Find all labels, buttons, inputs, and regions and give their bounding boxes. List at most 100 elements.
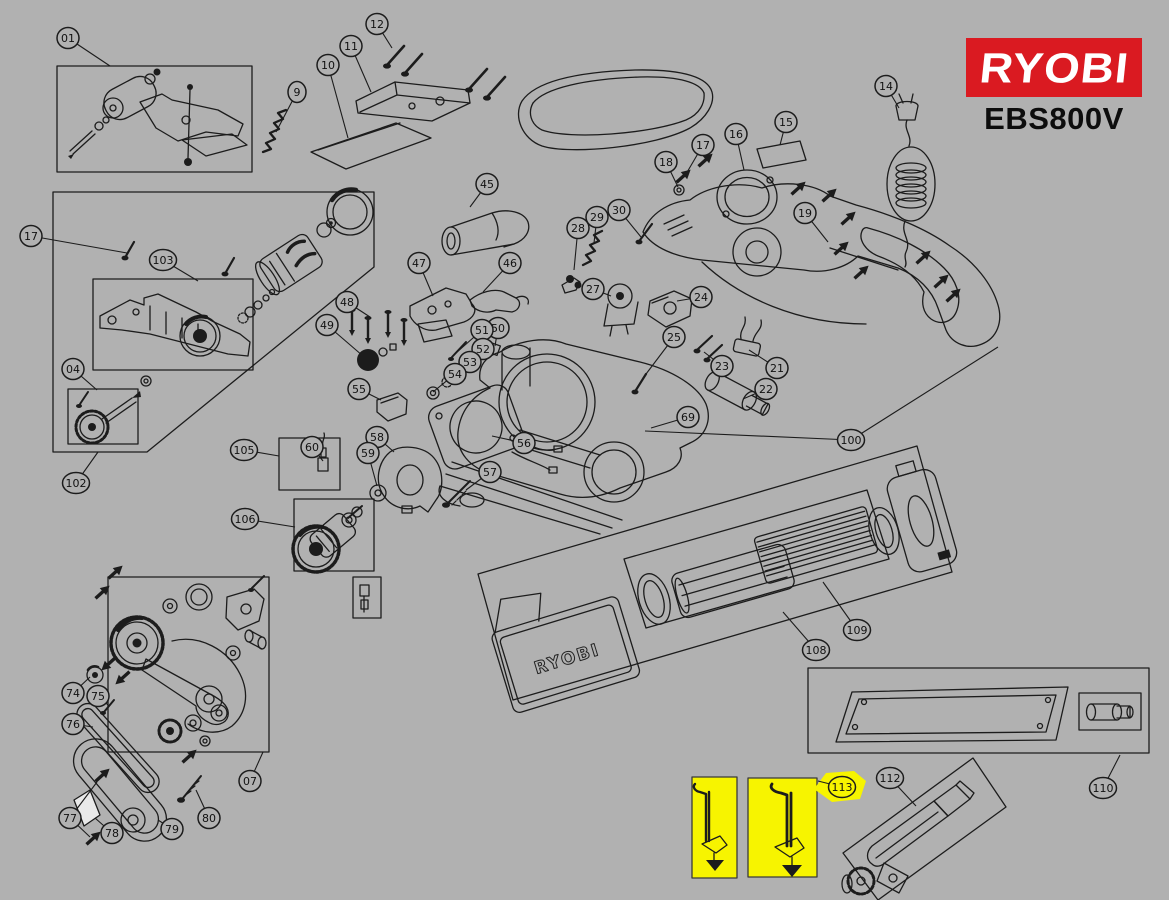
- callout-17[interactable]: 17: [19, 224, 128, 254]
- svg-text:78: 78: [105, 827, 119, 840]
- callout-52[interactable]: 52: [460, 337, 495, 371]
- switch-27: [603, 283, 639, 337]
- belt-drive-box-07: [107, 575, 270, 753]
- svg-text:29: 29: [590, 211, 604, 224]
- svg-text:16: 16: [729, 128, 743, 141]
- screws-12: [383, 44, 507, 101]
- brush-holder-28: [561, 275, 582, 294]
- callout-14[interactable]: 14: [874, 74, 900, 109]
- ring-59: [369, 484, 387, 502]
- callout-46[interactable]: 46: [482, 251, 522, 293]
- bearing-bracket-58: [377, 446, 443, 514]
- callout-16[interactable]: 16: [724, 122, 748, 171]
- dust-bag-group-box-108: RYOBI: [477, 445, 958, 713]
- svg-text:51: 51: [475, 324, 489, 337]
- housing-left-half: [438, 339, 709, 535]
- callout-17[interactable]: 17: [685, 133, 715, 175]
- screw-80: [177, 775, 202, 803]
- callout-108[interactable]: 108: [782, 611, 831, 662]
- svg-text:76: 76: [66, 718, 80, 731]
- clamp-box-112: [841, 757, 1007, 900]
- callout-103[interactable]: 103: [148, 248, 199, 282]
- callout-57[interactable]: 57: [465, 460, 502, 491]
- motor-rotor: [254, 233, 323, 296]
- svg-text:46: 46: [503, 257, 517, 270]
- callout-59[interactable]: 59: [356, 441, 380, 487]
- dust-housing: RYOBI: [491, 592, 641, 713]
- svg-text:74: 74: [66, 687, 80, 700]
- svg-text:53: 53: [463, 356, 477, 369]
- belt-cover-11: [355, 81, 471, 122]
- svg-text:54: 54: [448, 368, 462, 381]
- svg-text:28: 28: [571, 222, 585, 235]
- belt-cover-79: [72, 738, 168, 842]
- callout-100[interactable]: 100: [644, 346, 999, 452]
- callout-77[interactable]: 77: [58, 781, 98, 838]
- callout-106[interactable]: 106: [230, 507, 296, 531]
- callout-75[interactable]: 75: [86, 684, 110, 708]
- callout-102[interactable]: 102: [61, 451, 99, 495]
- svg-text:9: 9: [294, 86, 301, 99]
- callout-113[interactable]: 113: [814, 771, 866, 802]
- callout-109[interactable]: 109: [822, 581, 872, 642]
- svg-text:102: 102: [66, 477, 87, 490]
- callout-30[interactable]: 30: [607, 198, 642, 238]
- svg-text:14: 14: [879, 80, 893, 93]
- bracket-24: [647, 290, 693, 328]
- callout-78[interactable]: 78: [94, 817, 124, 845]
- callout-53[interactable]: 53: [446, 350, 482, 382]
- callout-21[interactable]: 21: [748, 349, 789, 380]
- callout-80[interactable]: 80: [195, 789, 221, 830]
- filter-box-109: [623, 489, 890, 629]
- callout-24[interactable]: 24: [676, 285, 713, 309]
- dust-canister: [886, 460, 958, 573]
- brush-small-box: [352, 576, 382, 619]
- dust-bag-brand-text: RYOBI: [532, 640, 603, 679]
- callout-55[interactable]: 55: [347, 377, 382, 401]
- callout-11[interactable]: 11: [339, 34, 372, 93]
- power-cord-14: [886, 93, 936, 268]
- callout-12[interactable]: 12: [365, 12, 393, 49]
- callout-74[interactable]: 74: [61, 676, 91, 705]
- callout-23[interactable]: 23: [703, 351, 734, 378]
- callout-19[interactable]: 19: [793, 201, 829, 243]
- callout-22[interactable]: 22: [742, 377, 778, 401]
- callout-56[interactable]: 56: [491, 431, 536, 455]
- callout-07[interactable]: 07: [238, 751, 264, 793]
- callout-18[interactable]: 18: [654, 150, 679, 188]
- callout-04[interactable]: 04: [61, 357, 98, 391]
- callout-45[interactable]: 45: [469, 172, 499, 208]
- svg-text:22: 22: [759, 383, 773, 396]
- callout-10[interactable]: 10: [316, 53, 349, 139]
- hex-key-boxes-113: [691, 776, 818, 879]
- callout-25[interactable]: 25: [642, 325, 686, 379]
- callout-60[interactable]: 60: [300, 435, 324, 462]
- svg-text:80: 80: [202, 812, 216, 825]
- svg-text:48: 48: [340, 296, 354, 309]
- callout-110[interactable]: 110: [1088, 754, 1121, 800]
- svg-text:58: 58: [370, 431, 384, 444]
- svg-text:49: 49: [320, 319, 334, 332]
- callout-9[interactable]: 9: [275, 80, 307, 133]
- svg-text:07: 07: [243, 775, 257, 788]
- callout-01[interactable]: 01: [56, 26, 111, 67]
- svg-text:17: 17: [696, 139, 710, 152]
- callout-47[interactable]: 47: [407, 251, 434, 297]
- callout-49[interactable]: 49: [315, 313, 364, 357]
- callout-48[interactable]: 48: [335, 290, 371, 318]
- callout-15[interactable]: 15: [774, 110, 798, 146]
- callout-105[interactable]: 105: [229, 438, 280, 462]
- callout-69[interactable]: 69: [650, 405, 700, 429]
- armature-box-106: [291, 498, 375, 574]
- callout-29[interactable]: 29: [585, 205, 609, 244]
- callout-51[interactable]: 51: [455, 318, 494, 354]
- callout-76[interactable]: 76: [61, 712, 94, 736]
- callout-28[interactable]: 28: [566, 216, 590, 271]
- callout-54[interactable]: 54: [432, 362, 467, 393]
- callout-79[interactable]: 79: [157, 817, 184, 841]
- svg-text:105: 105: [234, 444, 255, 457]
- callout-112[interactable]: 112: [875, 766, 917, 807]
- callout-27[interactable]: 27: [581, 277, 612, 301]
